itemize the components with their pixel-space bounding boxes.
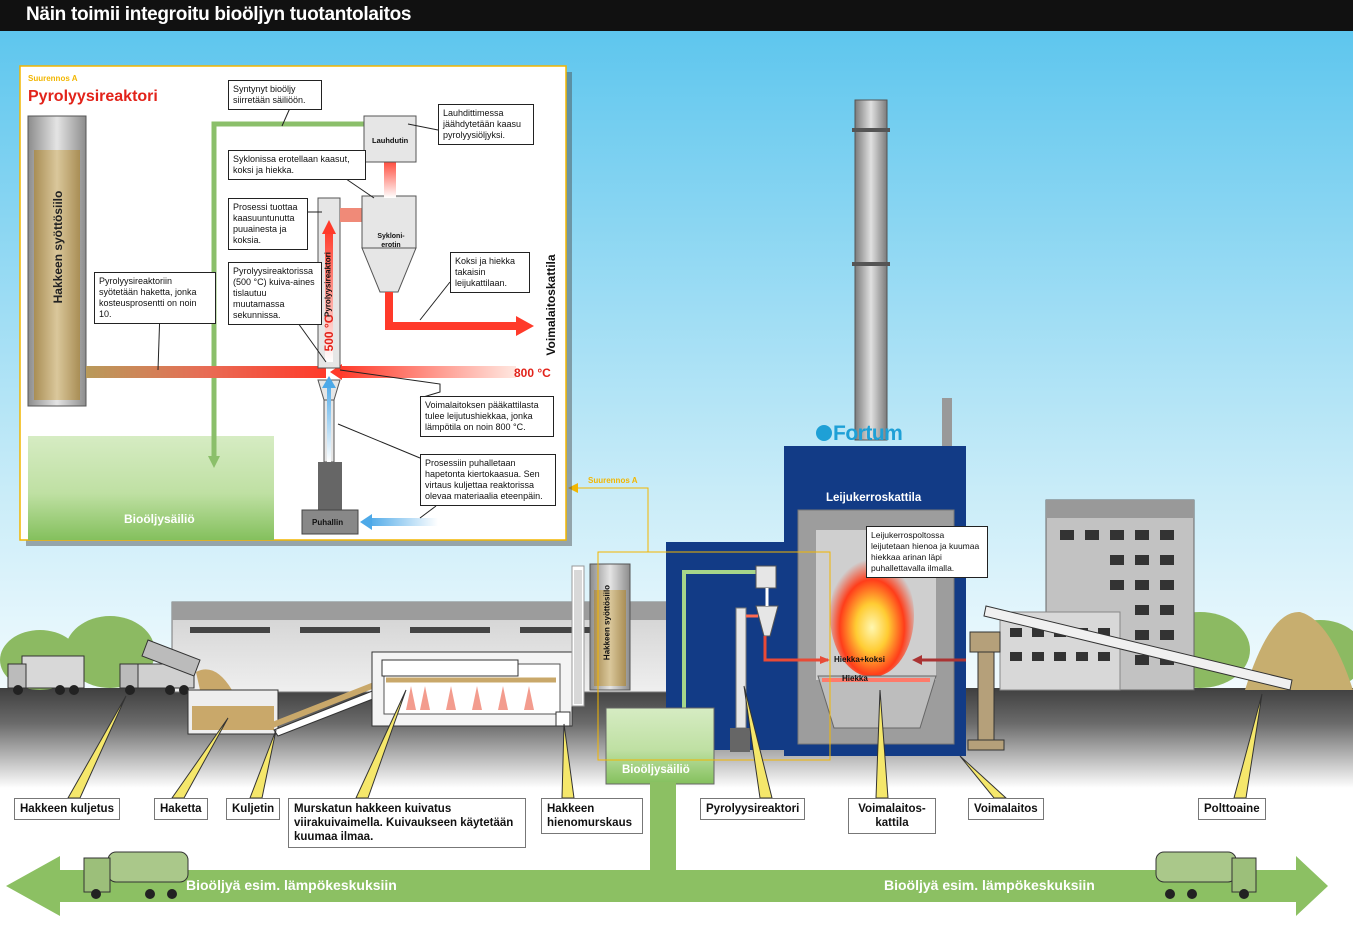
label-boiler: Voimalaitos-kattila — [848, 798, 936, 834]
distribution-label-left: Bioöljyä esim. lämpökeskuksiin — [186, 877, 397, 893]
label-chips: Haketta — [154, 798, 208, 820]
label-pointers — [67, 685, 1263, 799]
office-building — [999, 499, 1195, 691]
note-feed: Pyrolyysireaktoriin syötetään haketta, j… — [94, 272, 216, 324]
inset-heading: Pyrolyysireaktori — [28, 88, 158, 105]
scene-biooil-tank — [605, 707, 715, 785]
zoom-tag: Suurennos A — [588, 476, 638, 485]
title-bar: Näin toimii integroitu bioöljyn tuotanto… — [0, 0, 1353, 31]
scene-feed-silo — [571, 563, 631, 707]
inset-tag: Suurennos A — [28, 74, 78, 83]
note-reactor-process: Pyrolyysireaktorissa (500 °C) kuiva-aine… — [228, 262, 322, 325]
note-condenser: Lauhdittimessa jäähdytetään kaasu pyroly… — [438, 104, 534, 145]
label-crushing: Hakkeen hienomurskaus — [541, 798, 643, 834]
scene-silo-label: Hakkeen syöttösiilo — [602, 584, 612, 661]
fuel-conveyor — [967, 605, 1293, 751]
note-gas-produced: Prosessi tuottaa kaasuuntunutta puuaines… — [228, 198, 308, 250]
label-drying: Murskatun hakkeen kuivatus viirakuivaime… — [288, 798, 526, 848]
chip-pit — [187, 675, 397, 737]
hiekka-label: Hiekka — [842, 674, 868, 683]
label-conveyor: Kuljetin — [226, 798, 281, 820]
brand-mark-icon — [816, 425, 832, 441]
chimney — [852, 99, 952, 448]
note-blower: Prosessiin puhalletaan hapetonta kiertok… — [420, 454, 556, 506]
label-plant: Voimalaitos — [968, 798, 1044, 820]
inset-cyclone-label: Sykloni-erotin — [377, 233, 405, 249]
hiekka-koksi-label: Hiekka+koksi — [834, 655, 885, 664]
fuel-pile — [1245, 611, 1353, 690]
inset-condenser-label: Lauhdutin — [372, 136, 409, 145]
page-title: Näin toimii integroitu bioöljyn tuotanto… — [26, 4, 412, 25]
boiler-note: Leijukerrospoltossa leijutetaan hienoa j… — [866, 526, 988, 578]
scene-tank-label: Bioöljysäiliö — [622, 764, 690, 776]
inset-fan-label: Puhallin — [312, 518, 344, 527]
inset-temp-reactor: 500 °C — [322, 314, 336, 352]
boiler-title: Leijukerroskattila — [826, 492, 922, 504]
label-fuel: Polttoaine — [1198, 798, 1266, 820]
tanker-truck-right — [1155, 851, 1257, 899]
inset-temp-sand: 800 °C — [514, 366, 551, 380]
note-coke-return: Koksi ja hiekka takaisin leijukattilaan. — [450, 252, 530, 293]
note-bio-oil-to-tank: Syntynyt bioöljy siirretään säiliöön. — [228, 80, 322, 110]
inset-tank-label: Bioöljysäiliö — [124, 512, 195, 526]
truck-left-2 — [119, 639, 232, 695]
label-reactor: Pyrolyysireaktori — [700, 798, 806, 820]
note-cyclone: Syklonissa erotellaan kaasut, koksi ja h… — [228, 150, 366, 180]
note-hot-sand: Voimalaitoksen pääkattilasta tulee leiju… — [420, 396, 554, 437]
belt-dryer — [371, 651, 573, 727]
inset-silo-label: Hakkeen syöttösiilo — [51, 190, 65, 304]
truck-left-1 — [7, 655, 85, 695]
inset-boiler-side-label: Voimalaitoskattila — [544, 254, 558, 356]
scene-pyrolysis — [630, 565, 966, 752]
tanker-truck-left — [83, 851, 189, 899]
brand-logo: Fortum — [816, 422, 903, 446]
distribution-arrow — [6, 782, 1328, 916]
label-transport: Hakkeen kuljetus — [14, 798, 120, 820]
zoom-frame — [597, 551, 831, 761]
distribution-label-right: Bioöljyä esim. lämpökeskuksiin — [884, 877, 1095, 893]
